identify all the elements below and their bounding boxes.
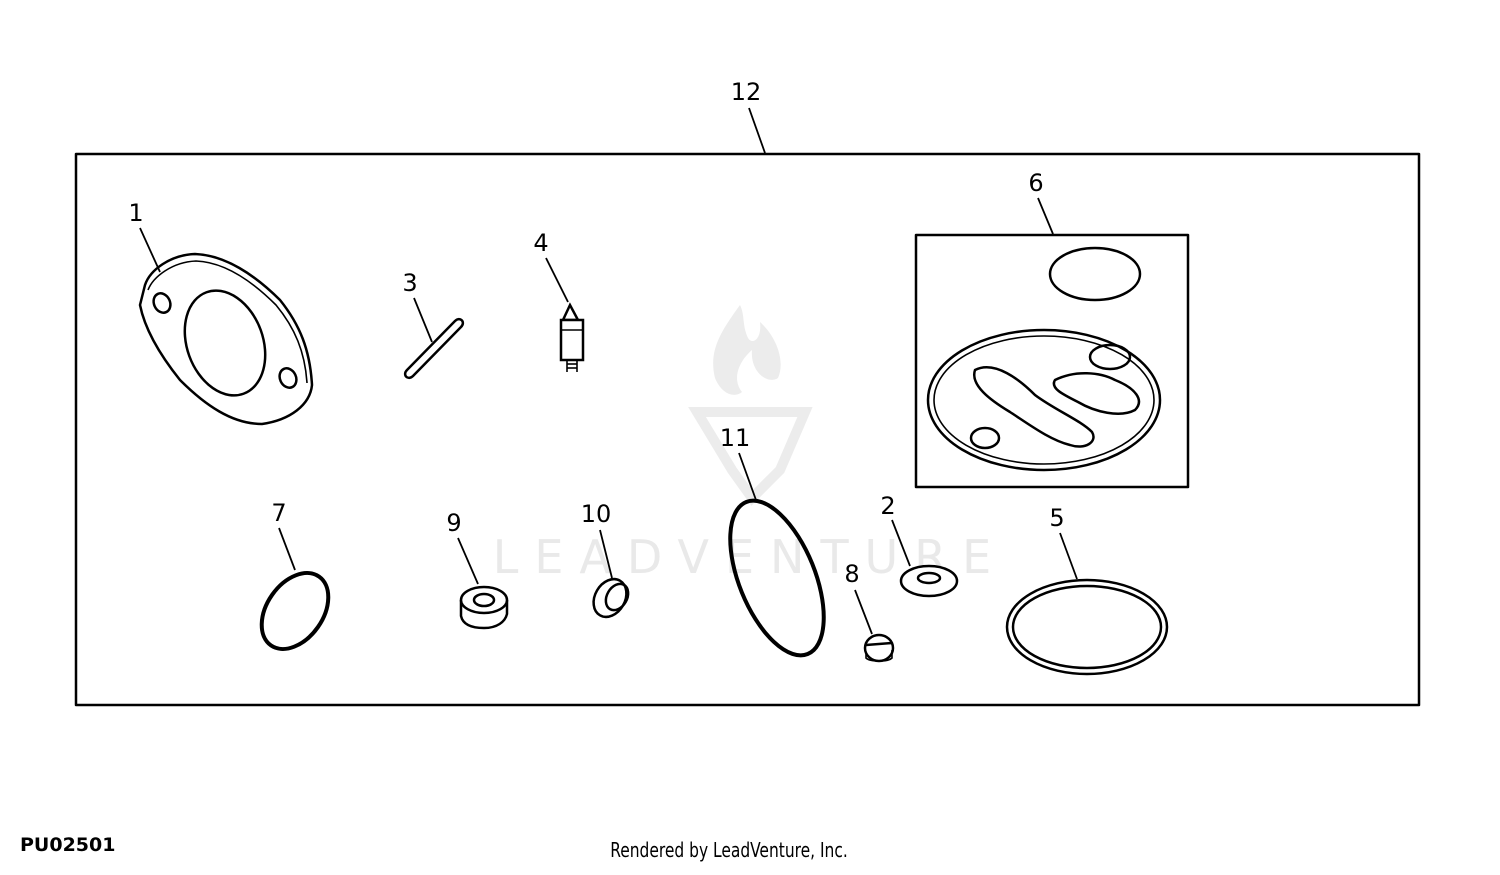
callout-3[interactable]: 3 [402,269,417,297]
part-8-plug[interactable] [863,633,895,663]
part-11-large-gasket[interactable] [711,488,843,669]
kit-outline [74,152,1421,707]
part-7-o-ring[interactable] [248,561,342,662]
part-5-o-ring[interactable] [1005,578,1169,676]
callout-5[interactable]: 5 [1049,504,1064,532]
callout-7[interactable]: 7 [271,499,286,527]
leader-3 [413,297,433,343]
part-6-box [914,233,1190,489]
leader-1 [139,227,161,273]
callout-9[interactable]: 9 [446,509,461,537]
leader-9 [457,537,479,585]
callout-8[interactable]: 8 [844,560,859,588]
leader-7 [278,527,296,571]
part-9-bushing[interactable] [459,585,509,630]
callout-10[interactable]: 10 [581,500,612,528]
part-1-flange-gasket[interactable] [138,252,314,426]
leader-4 [545,257,569,303]
part-4-needle-valve[interactable] [559,302,585,372]
leader-2 [891,519,911,567]
part-10-seat[interactable] [587,573,633,623]
callout-1[interactable]: 1 [128,199,143,227]
leader-12 [748,107,766,154]
part-3-pin[interactable] [403,317,465,380]
part-6-gasket-set[interactable] [926,246,1162,472]
leader-5 [1059,532,1078,580]
callout-2[interactable]: 2 [880,492,895,520]
render-credit: Rendered by LeadVenture, Inc. [610,838,848,862]
leader-10 [599,529,613,579]
leader-8 [854,589,873,635]
callout-6[interactable]: 6 [1028,169,1043,197]
callout-4[interactable]: 4 [533,229,548,257]
part-2-washer[interactable] [899,564,959,598]
callout-12[interactable]: 12 [731,78,762,106]
leader-6 [1037,197,1054,235]
figure-id: PU02501 [20,834,116,856]
leader-11 [738,452,757,501]
callout-11[interactable]: 11 [720,424,751,452]
